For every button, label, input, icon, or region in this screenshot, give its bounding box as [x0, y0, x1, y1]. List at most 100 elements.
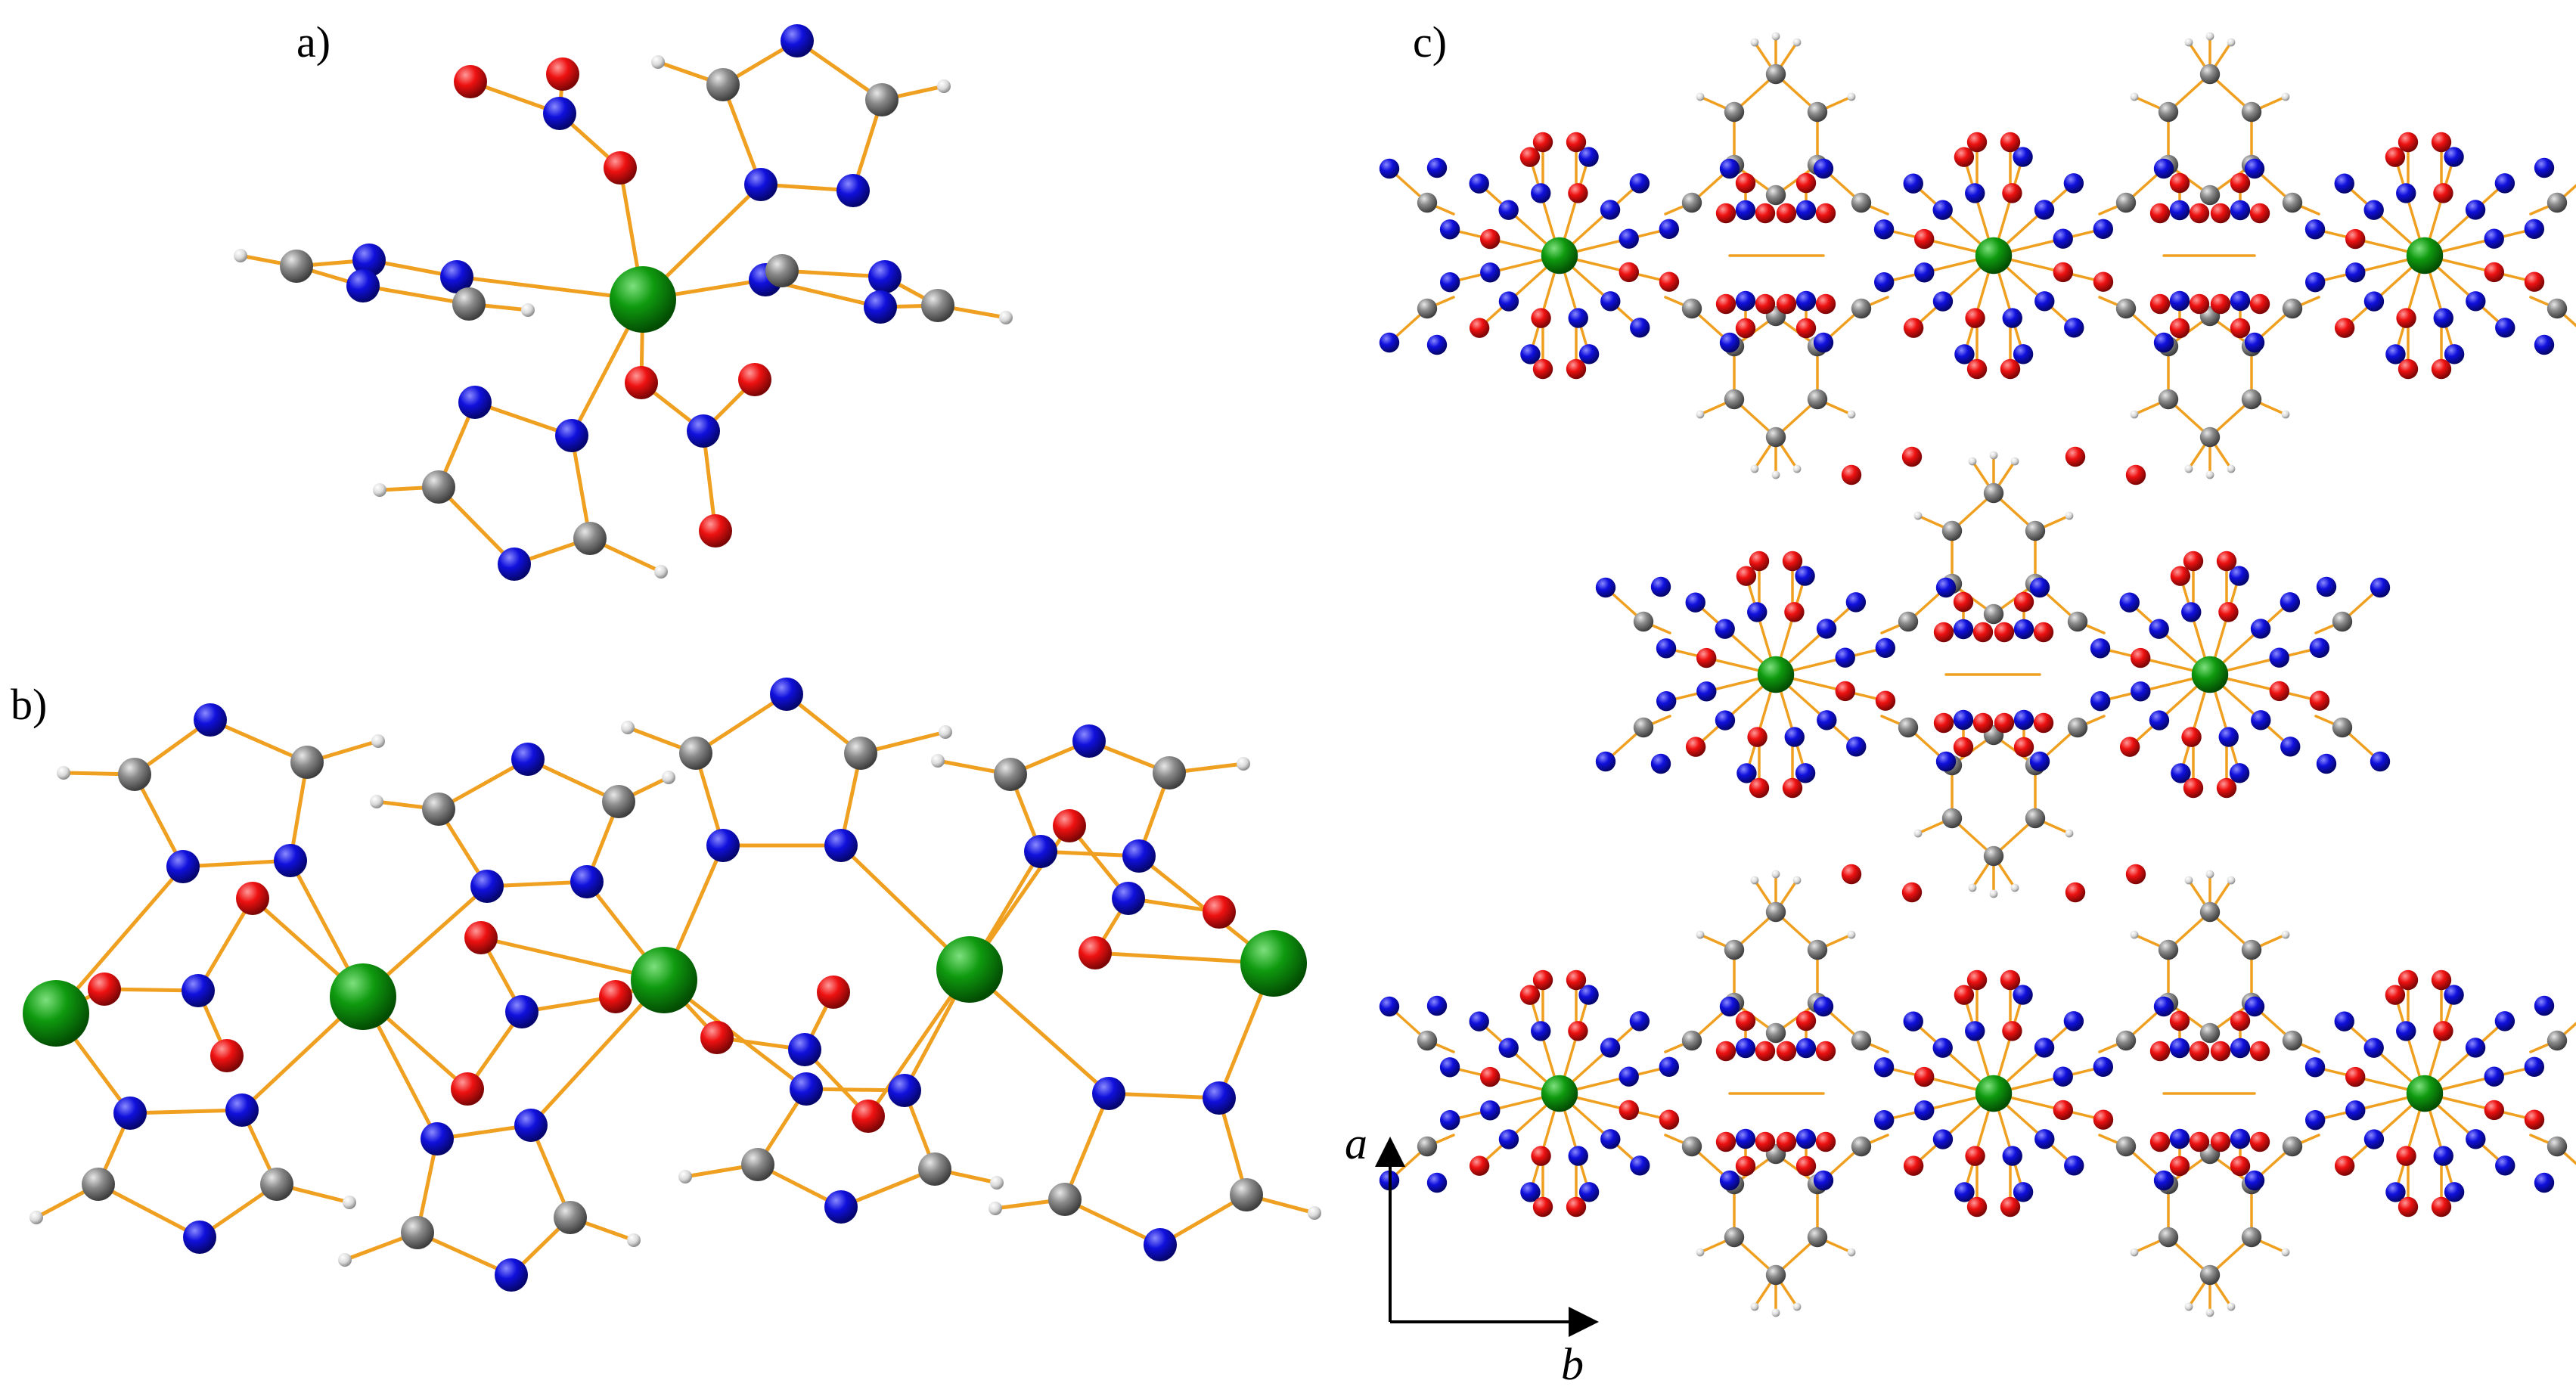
oxygen-atom [1994, 712, 2015, 734]
hydrogen-atom [1696, 92, 1705, 101]
nitrogen-atom [2230, 290, 2251, 312]
bond [529, 1123, 573, 1220]
oxygen-atom [2431, 358, 2452, 380]
nitrogen-atom [1932, 291, 1954, 312]
oxygen-atom [1965, 308, 1985, 328]
nitrogen-atom [1498, 291, 1519, 312]
metal-atom [1240, 930, 1307, 997]
oxygen-atom [2210, 293, 2231, 315]
carbon-atom [2241, 1227, 2262, 1248]
carbon-atom [1724, 1227, 1745, 1248]
nitrogen-atom [2444, 1182, 2465, 1202]
nitrogen-atom [2466, 1129, 2486, 1149]
oxygen-atom [2309, 690, 2330, 711]
nitrogen-atom [1619, 1066, 1639, 1087]
carbon-atom [1765, 901, 1786, 923]
oxygen-atom [2216, 777, 2237, 799]
oxygen-atom [1053, 809, 1086, 842]
carbon-atom [2115, 1136, 2137, 1157]
nitrogen-atom [2466, 291, 2486, 312]
oxygen-atom [1795, 1155, 1817, 1177]
hydrogen-atom [2184, 38, 2193, 47]
metal-atom [1757, 656, 1795, 693]
nitrogen-atom [1795, 1038, 1817, 1059]
nitrogen-atom [1203, 1081, 1236, 1115]
nitrogen-atom [1659, 219, 1680, 240]
nitrogen-atom [2034, 291, 2055, 312]
nitrogen-atom [1439, 271, 1460, 293]
carbon-atom [1153, 756, 1186, 789]
nitrogen-atom [1719, 996, 1740, 1017]
nitrogen-atom [1813, 1170, 1834, 1191]
oxygen-atom [2524, 271, 2545, 292]
nitrogen-atom [2304, 271, 2326, 293]
nitrogen-atom [440, 260, 473, 293]
nitrogen-atom [1747, 602, 1768, 622]
oxygen-atom [700, 1021, 734, 1054]
hydrogen-atom [1771, 470, 1780, 479]
nitrogen-atom [2370, 751, 2391, 772]
nitrogen-atom [2534, 1172, 2555, 1193]
nitrogen-atom [2093, 219, 2114, 240]
nitrogen-atom [2304, 219, 2326, 240]
nitrogen-atom [2495, 1155, 2515, 1176]
bond [132, 772, 185, 869]
nitrogen-atom [1498, 1129, 1519, 1149]
oxygen-atom [1966, 969, 1988, 991]
nitrogen-atom [824, 829, 858, 862]
oxygen-atom [2218, 602, 2239, 622]
nitrogen-atom [1935, 577, 1957, 598]
bond [415, 1230, 514, 1277]
oxygen-atom [2249, 293, 2270, 315]
carbon-atom [2067, 717, 2088, 738]
nitrogen-atom [2230, 1038, 2251, 1059]
oxygen-atom [1795, 1010, 1817, 1031]
oxygen-atom [1966, 132, 1988, 153]
hydrogen-atom [621, 721, 635, 734]
nitrogen-atom [2169, 1128, 2190, 1149]
hydrogen-atom [678, 1170, 692, 1183]
oxygen-atom [88, 972, 121, 1006]
metal-atom [1975, 1075, 2013, 1112]
nitrogen-atom [2363, 1129, 2385, 1149]
oxygen-atom [1841, 464, 1862, 485]
oxygen-atom [2125, 864, 2146, 885]
oxygen-atom [1965, 1146, 1985, 1166]
nitrogen-atom [570, 865, 604, 898]
oxygen-atom [1736, 566, 1757, 586]
nitrogen-atom [744, 168, 777, 201]
bond [694, 692, 789, 755]
carbon-atom [2332, 717, 2353, 738]
oxygen-atom [1933, 712, 1954, 734]
nitrogen-atom [346, 269, 380, 302]
carbon-atom [1898, 611, 1919, 632]
oxygen-atom [604, 151, 637, 185]
nitrogen-atom [1816, 619, 1837, 639]
nitrogen-atom [2013, 985, 2033, 1005]
nitrogen-atom [1024, 835, 1057, 868]
metal-atom [936, 936, 1003, 1003]
hydrogen-atom [2130, 930, 2139, 939]
metal-atom [631, 947, 697, 1013]
oxygen-atom [2269, 681, 2290, 702]
nitrogen-atom [1795, 290, 1817, 312]
carbon-atom [1681, 192, 1702, 213]
nitrogen-atom [1903, 1011, 1923, 1031]
nitrogen-atom [1426, 1172, 1448, 1193]
nitrogen-atom [1619, 228, 1639, 249]
nitrogen-atom [2244, 332, 2265, 353]
oxygen-atom [1659, 271, 1680, 292]
oxygen-atom [1815, 293, 1836, 315]
nitrogen-atom [836, 174, 870, 207]
nitrogen-atom [1379, 996, 1400, 1017]
nitrogen-atom [2345, 262, 2366, 283]
oxygen-atom [1735, 1010, 1756, 1031]
carbon-atom [1941, 520, 1963, 541]
oxygen-atom [1815, 1131, 1836, 1152]
hydrogen-atom [1847, 92, 1856, 101]
carbon-atom [1851, 1136, 1872, 1157]
nitrogen-atom [2494, 1011, 2515, 1031]
nitrogen-atom [2363, 291, 2385, 312]
oxygen-atom [1966, 358, 1988, 380]
nitrogen-atom [1568, 308, 1588, 328]
